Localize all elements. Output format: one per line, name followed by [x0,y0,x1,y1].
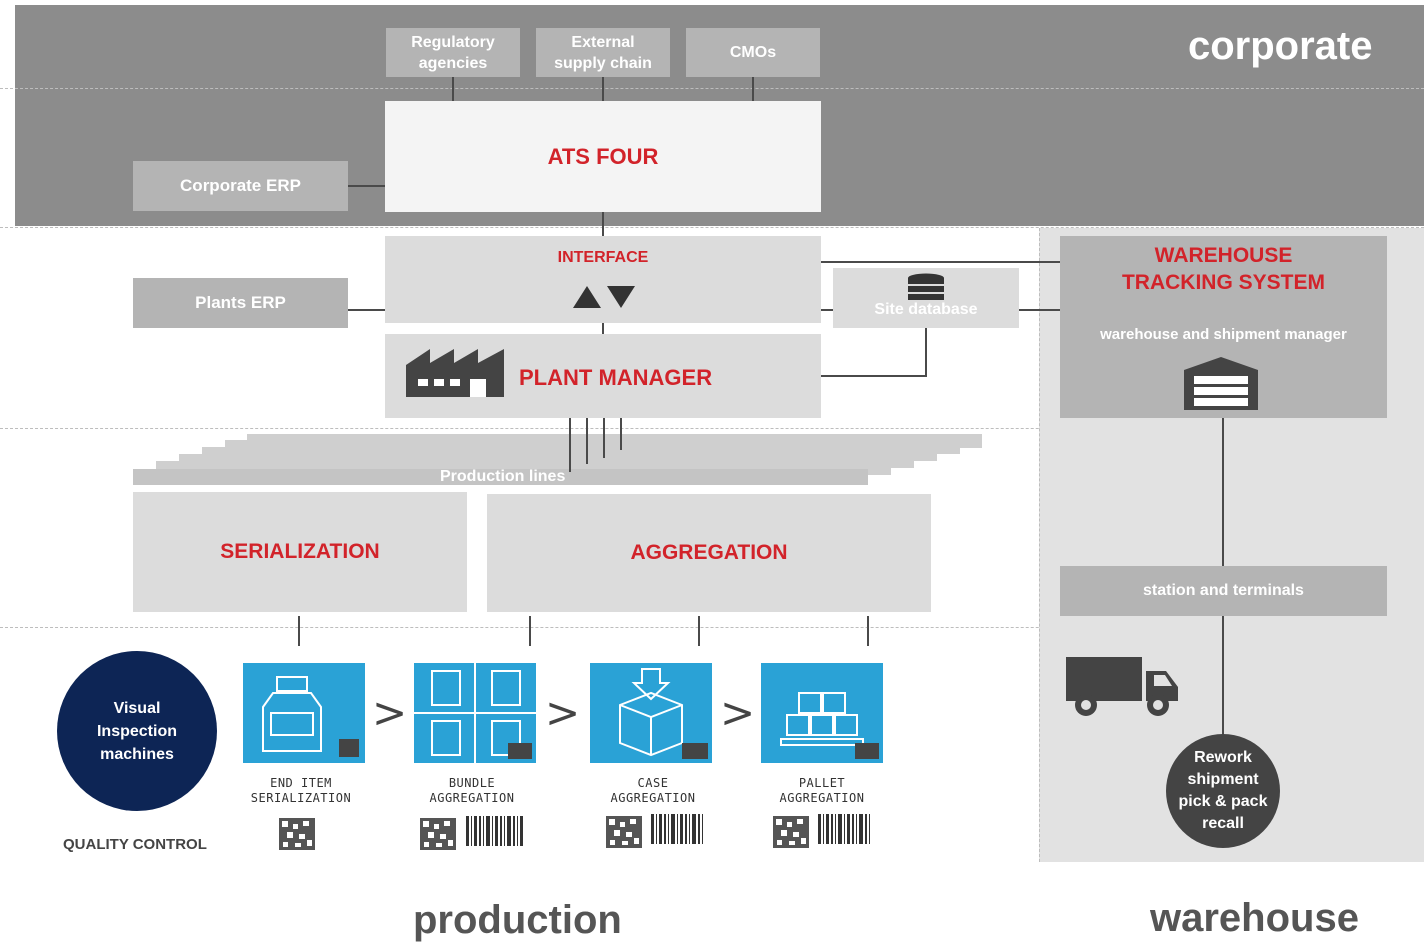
regulatory-agencies-box: Regulatory agencies [386,28,520,77]
ats-four-box: ATS FOUR [385,101,821,212]
datamatrix-code-icon [773,816,809,848]
connector [867,616,869,646]
connector [1019,309,1060,311]
step-label: BUNDLE AGGREGATION [387,776,557,806]
warehouse-server-icon [1184,357,1258,410]
case-aggregation-tile [590,663,712,763]
divider [0,227,1424,228]
connector [821,309,833,311]
regulatory-agencies-label: Regulatory agencies [411,33,495,72]
visual-inspection-label: Visual Inspection machines [96,699,177,763]
production-line-strip [133,469,868,485]
step-label-line: AGGREGATION [429,791,515,805]
rework-label: Rework shipment pick & pack recall [1178,749,1268,832]
serialization-box: SERIALIZATION [133,492,467,612]
cmos-label: CMOs [729,43,777,61]
truck-icon [1066,657,1178,716]
bundle-icon [414,663,536,763]
step-label-line: BUNDLE [448,776,496,790]
connector [620,418,622,450]
plant-manager-box: PLANT MANAGER [385,334,821,418]
connector [348,309,385,311]
connector [698,616,700,646]
connector [298,616,300,646]
datamatrix-code-icon [606,816,642,848]
divider [0,428,1424,429]
divider [0,627,1424,628]
connector [752,77,754,101]
pallet-icon [780,692,879,759]
barcode-icon [818,814,870,844]
cmos-box: CMOs [686,28,820,77]
step-label: END ITEM SERIALIZATION [216,776,386,806]
connector [821,261,1060,263]
step-label-line: END ITEM [270,776,332,790]
interface-label: INTERFACE [557,249,649,266]
step-label-line: PALLET [798,776,846,790]
corporate-erp-box: Corporate ERP [133,161,348,211]
database-icon [908,273,944,300]
plant-manager-label: PLANT MANAGER [519,365,713,390]
zone-title-warehouse: warehouse [1150,896,1359,940]
datamatrix-code-icon [420,818,456,850]
step-label-line: AGGREGATION [610,791,696,805]
external-supply-chain-label: External supply chain [554,33,652,72]
divider [0,88,1424,89]
connector [586,418,588,464]
external-supply-chain-box: External supply chain [536,28,670,77]
connector [602,323,604,334]
connector [452,77,454,101]
factory-icon [406,349,504,397]
connector [925,328,927,377]
connector [348,185,385,187]
box-icon [619,668,708,759]
quality-control-label: QUALITY CONTROL [63,836,207,853]
up-down-arrows-icon [573,286,635,308]
corporate-erp-label: Corporate ERP [180,176,301,195]
pallet-aggregation-tile [761,663,883,763]
production-lines-label: Production lines [440,468,566,485]
plants-erp-box: Plants ERP [133,278,348,328]
connector [1222,418,1224,566]
chevron-right-icon: > [545,688,581,737]
connector [821,375,927,377]
step-label-line: AGGREGATION [779,791,865,805]
site-database-box: Site database [833,268,1019,328]
station-terminals-label: station and terminals [1143,582,1304,599]
bottle-icon [262,676,359,757]
interface-box: INTERFACE [385,236,821,323]
visual-inspection-circle: Visual Inspection machines [57,651,217,811]
barcode-icon [651,814,703,844]
step-label: PALLET AGGREGATION [737,776,907,806]
step-label: CASE AGGREGATION [568,776,738,806]
warehouse-tracking-title: WAREHOUSE TRACKING SYSTEM [1121,244,1325,294]
chevron-right-icon: > [720,688,756,737]
connector [529,616,531,646]
connector [602,77,604,101]
datamatrix-code-icon [279,818,315,850]
zone-title-production: production [413,898,622,942]
warehouse-subtitle: warehouse and shipment manager [1100,326,1347,343]
warehouse-tracking-box: WAREHOUSE TRACKING SYSTEM warehouse and … [1060,236,1387,418]
connector [603,418,605,458]
aggregation-box: AGGREGATION [487,494,931,612]
rework-circle: Rework shipment pick & pack recall [1166,734,1280,848]
ats-four-label: ATS FOUR [547,143,659,169]
step-label-line: SERIALIZATION [250,791,352,805]
station-terminals-box: station and terminals [1060,566,1387,616]
site-database-label: Site database [874,301,978,318]
aggregation-label: AGGREGATION [630,541,788,564]
chevron-right-icon: > [372,688,408,737]
serialization-label: SERIALIZATION [220,540,380,563]
connector [602,212,604,236]
end-item-serialization-tile [243,663,365,763]
connector [1222,616,1224,752]
step-label-line: CASE [637,776,669,790]
barcode-icon [466,816,523,846]
plants-erp-label: Plants ERP [195,293,286,312]
bundle-aggregation-tile [414,663,536,763]
zone-title-corporate: corporate [1188,24,1373,68]
connector [569,418,571,472]
